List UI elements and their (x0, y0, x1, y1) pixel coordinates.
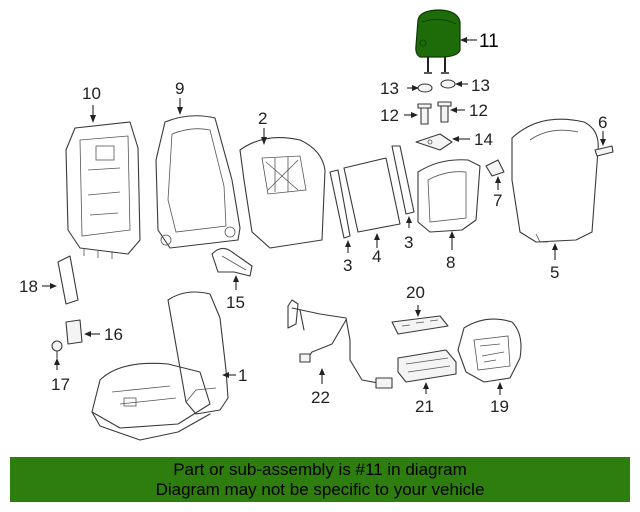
banner-line-2: Diagram may not be specific to your vehi… (155, 480, 485, 499)
banner-line-1: Part or sub-assembly is #11 in diagram (173, 460, 467, 479)
part-22-wiring-harness[interactable] (287, 299, 393, 389)
callout-19: 19 (490, 397, 509, 416)
part-20-switch[interactable] (391, 305, 449, 335)
part-14-bracket[interactable] (415, 133, 470, 151)
callout-11: 11 (460, 31, 499, 52)
callout-3b: 3 (404, 233, 413, 252)
callout-13a: 13 (380, 79, 399, 98)
part-11-headrest[interactable] (415, 9, 461, 74)
callout-21: 21 (415, 397, 434, 416)
part-8-pad[interactable] (417, 159, 481, 250)
callout-12b: 12 (469, 101, 488, 120)
callout-22: 22 (311, 388, 330, 407)
callout-8: 8 (446, 253, 455, 272)
callout-7: 7 (493, 191, 502, 210)
part-16-bracket[interactable] (65, 319, 100, 345)
part-10-back-panel[interactable] (65, 105, 141, 259)
part-3-trim-right[interactable] (391, 145, 415, 228)
seat-parts-diagram: 11 13 13 12 12 14 10 (19, 9, 614, 441)
part-5-seatback-cover[interactable] (511, 118, 599, 260)
callout-15: 15 (226, 293, 245, 312)
callout-11-label: 11 (479, 31, 499, 52)
callout-1: 1 (238, 366, 247, 385)
callout-14: 14 (474, 130, 493, 149)
part-2-back-pad[interactable] (239, 128, 326, 249)
callout-20: 20 (406, 283, 425, 302)
callout-2: 2 (258, 109, 267, 128)
part-7-clip[interactable] (485, 159, 505, 190)
callout-5: 5 (550, 263, 559, 282)
part-17-push-pin[interactable] (51, 340, 63, 370)
part-18-side-trim[interactable] (42, 255, 79, 305)
callout-16: 16 (104, 325, 123, 344)
part-4-panel[interactable] (343, 157, 401, 248)
callout-10: 10 (82, 84, 101, 103)
part-12-bolts[interactable] (404, 101, 465, 125)
callout-4: 4 (372, 247, 381, 266)
part-13-guides[interactable] (407, 79, 468, 93)
callout-18: 18 (19, 277, 38, 296)
callout-6: 6 (598, 113, 607, 132)
callout-9: 9 (175, 79, 184, 98)
part-1-seat-assembly[interactable] (91, 291, 236, 441)
callout-12a: 12 (380, 106, 399, 125)
callout-3a: 3 (343, 256, 352, 275)
part-15-handle[interactable] (211, 247, 253, 290)
part-3-trim-left[interactable] (329, 169, 351, 253)
callout-13b: 13 (471, 76, 490, 95)
part-6-trim[interactable] (594, 131, 614, 157)
part-21-control-module[interactable] (397, 349, 457, 394)
info-banner: Part or sub-assembly is #11 in diagram D… (10, 457, 630, 502)
callout-17: 17 (51, 375, 70, 394)
part-19-module-housing[interactable] (457, 318, 522, 395)
part-9-frame[interactable] (155, 98, 241, 249)
